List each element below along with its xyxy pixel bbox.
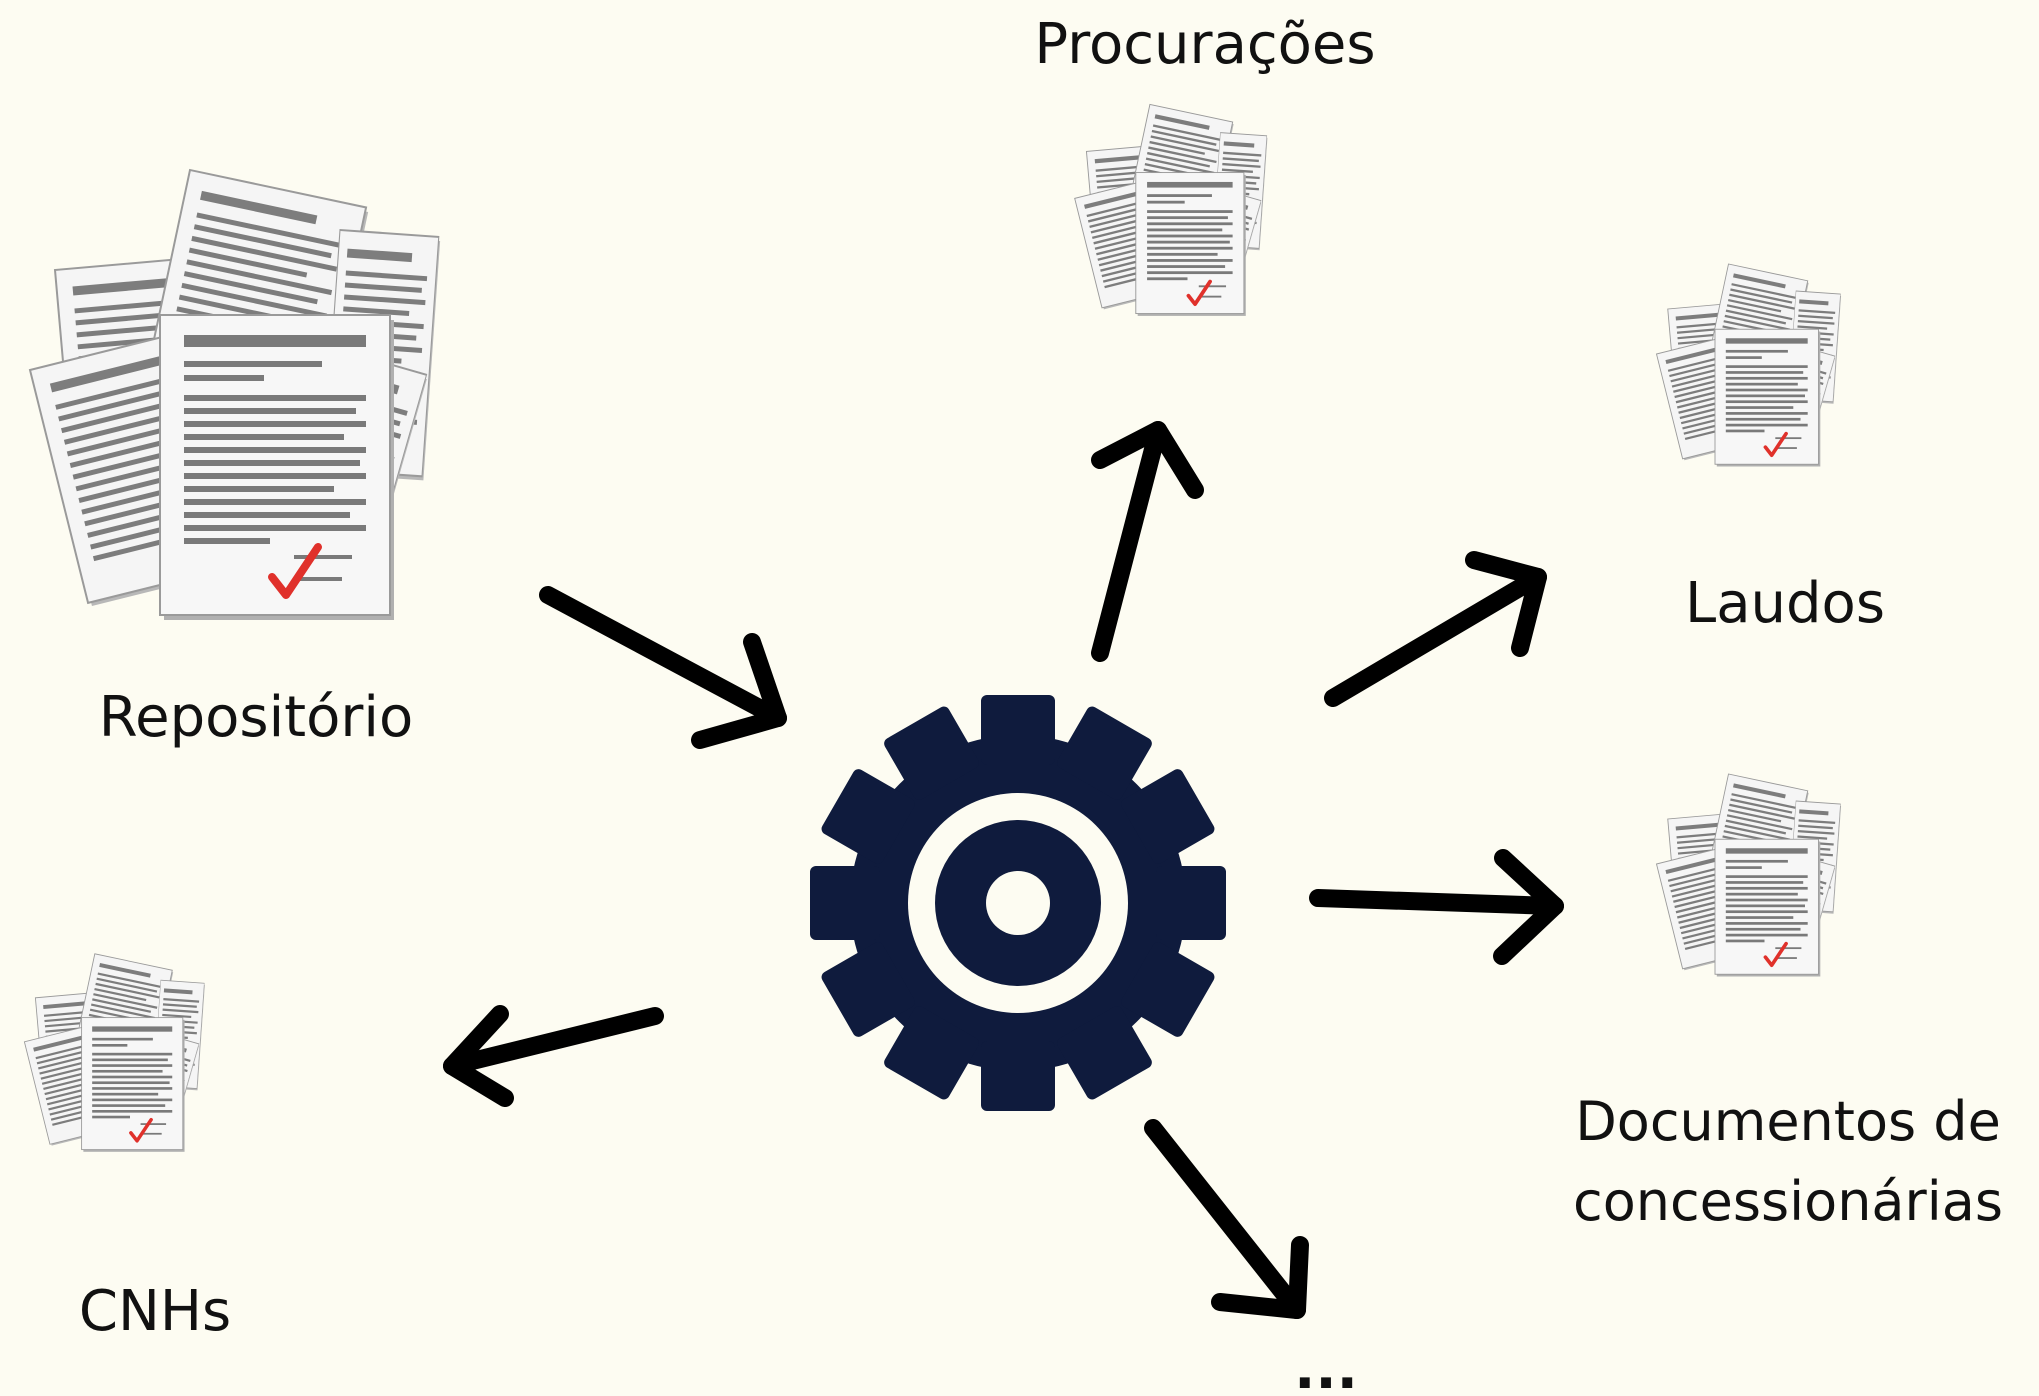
document-stack-icon xyxy=(1075,104,1268,316)
arrow-gear-to-concessionarias xyxy=(1309,849,1564,965)
repository-node: Repositório xyxy=(30,170,440,750)
document-stack-icon xyxy=(24,954,205,1152)
cnhs-node: CNHs xyxy=(24,954,231,1344)
arrow-gear-to-more xyxy=(1144,1119,1309,1319)
arrow-gear-to-cnhs xyxy=(443,1005,664,1107)
procuracoes-label: Procurações xyxy=(1034,12,1375,77)
document-stack-icon xyxy=(1657,264,1842,467)
gear-icon xyxy=(810,695,1226,1111)
arrow-gear-to-procuracoes xyxy=(1091,421,1204,662)
document-stack-icon xyxy=(30,170,440,620)
repository-label: Repositório xyxy=(99,685,413,750)
laudos-node: Laudos xyxy=(1657,264,1885,636)
cnhs-label: CNHs xyxy=(79,1279,231,1344)
procuracoes-node: Procurações xyxy=(1034,12,1376,316)
concessionarias-label-line2: concessionárias xyxy=(1573,1170,2003,1233)
concessionarias-node: Documentos de concessionárias xyxy=(1573,774,2003,1233)
arrow-repository-to-gear xyxy=(539,586,787,749)
more-label: ... xyxy=(1294,1337,1358,1396)
arrow-gear-to-laudos xyxy=(1324,551,1547,707)
document-stack-icon xyxy=(1657,774,1842,977)
laudos-label: Laudos xyxy=(1685,571,1885,636)
concessionarias-label-line1: Documentos de xyxy=(1575,1090,2001,1153)
